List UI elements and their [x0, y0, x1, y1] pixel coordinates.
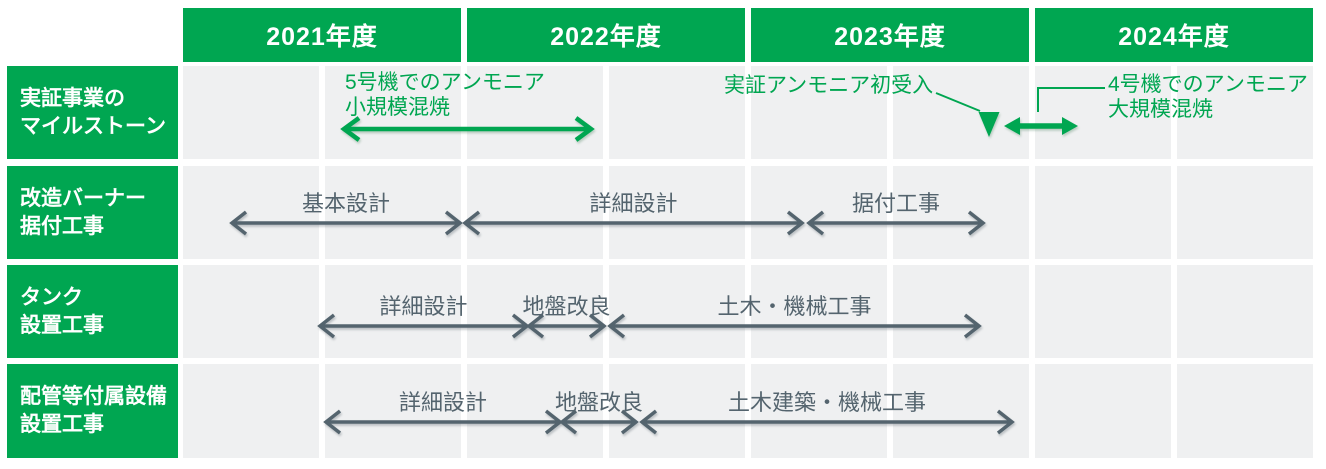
row-label-line: マイルストーン	[20, 114, 166, 138]
double-arrow-solid	[1004, 117, 1078, 135]
double-arrow	[462, 210, 805, 236]
milestone-large-scale-cofiring-label: 4号機でのアンモニア大規模混焼	[1108, 72, 1308, 122]
grid-cell	[1177, 364, 1313, 458]
grid-cell	[1177, 265, 1313, 358]
phase-label: 地盤改良	[522, 294, 611, 319]
fiscal-year-header: 2023年度	[751, 8, 1029, 62]
row-label-line: 実証事業の	[20, 86, 125, 110]
row-label: 配管等付属設備設置工事	[7, 364, 178, 458]
milestone-large-scale-cofiring-label-line: 4号機でのアンモニア	[1108, 73, 1308, 96]
fiscal-year-header: 2021年度	[183, 8, 461, 62]
grid-cell	[183, 166, 319, 259]
milestone-small-scale-cofiring-label-line: 5号機でのアンモニア	[345, 71, 545, 94]
grid-cell	[325, 364, 461, 458]
phase-label: 詳細設計	[589, 191, 678, 216]
row-label-line: 設置工事	[20, 413, 104, 436]
milestone-first-receiving-label-line: 実証アンモニア初受入	[724, 74, 934, 97]
grid-cell	[751, 265, 887, 358]
grid-cell	[893, 166, 1029, 259]
grid-cell	[1035, 166, 1171, 259]
grid-cell	[183, 265, 319, 358]
leader-line	[935, 92, 981, 112]
elbow-connector	[1037, 87, 1105, 112]
grid-cell	[751, 364, 887, 458]
phase-label: 据付工事	[851, 191, 941, 216]
grid-cell	[467, 364, 603, 458]
grid-cell	[325, 66, 461, 159]
grid-cell	[609, 364, 745, 458]
double-arrow	[559, 409, 639, 435]
grid-cell	[751, 66, 887, 159]
milestone-large-scale-cofiring-label-line: 大規模混焼	[1108, 98, 1213, 121]
grid-cell	[183, 66, 319, 159]
row-label: 改造バーナー据付工事	[7, 166, 178, 259]
row-label-line: 改造バーナー	[20, 186, 146, 210]
grid-cell	[609, 66, 745, 159]
milestone-triangle-marker	[978, 112, 1000, 137]
row-label-line: 設置工事	[20, 313, 104, 337]
double-arrow	[229, 210, 463, 236]
grid-cell	[1035, 66, 1171, 159]
fiscal-year-header: 2022年度	[467, 8, 745, 62]
grid-cell	[467, 166, 603, 259]
grid-cell	[325, 265, 461, 358]
grid-cell	[467, 66, 603, 159]
grid-cell	[467, 265, 603, 358]
grid-cell	[1177, 66, 1313, 159]
grid-cell	[609, 265, 745, 358]
phase-label: 詳細設計	[379, 294, 468, 319]
row-label-line: タンク	[20, 285, 83, 309]
phase-label: 基本設計	[301, 191, 391, 216]
double-arrow	[639, 409, 1015, 435]
row-label: タンク設置工事	[7, 265, 178, 358]
grid-cell	[183, 364, 319, 458]
grid-cell	[1035, 265, 1171, 358]
row-label: 実証事業のマイルストーン	[7, 66, 178, 159]
fiscal-year-header: 2024年度	[1035, 8, 1313, 62]
double-arrow	[526, 313, 607, 339]
double-arrow	[607, 313, 982, 339]
grid-cell	[609, 166, 745, 259]
row-label-line: 配管等付属設備	[20, 385, 167, 408]
milestone-small-scale-cofiring-label-line: 小規模混焼	[345, 96, 450, 119]
grid-cell	[893, 66, 1029, 159]
grid-cell	[1177, 166, 1313, 259]
phase-label: 土木建築・機械工事	[727, 390, 927, 415]
double-arrow	[340, 116, 595, 142]
grid-cell	[893, 364, 1029, 458]
phase-label: 地盤改良	[554, 390, 644, 415]
phase-label: 土木・機械工事	[717, 294, 872, 319]
grid-cell	[751, 166, 887, 259]
grid-cell	[893, 265, 1029, 358]
row-label-line: 据付工事	[20, 214, 104, 238]
milestone-small-scale-cofiring-label: 5号機でのアンモニア小規模混焼	[345, 70, 545, 120]
grid-cell	[325, 166, 461, 259]
double-arrow	[806, 210, 986, 236]
milestone-first-receiving-label: 実証アンモニア初受入	[724, 73, 933, 98]
grid-cell	[1035, 364, 1171, 458]
phase-label: 詳細設計	[398, 390, 488, 415]
